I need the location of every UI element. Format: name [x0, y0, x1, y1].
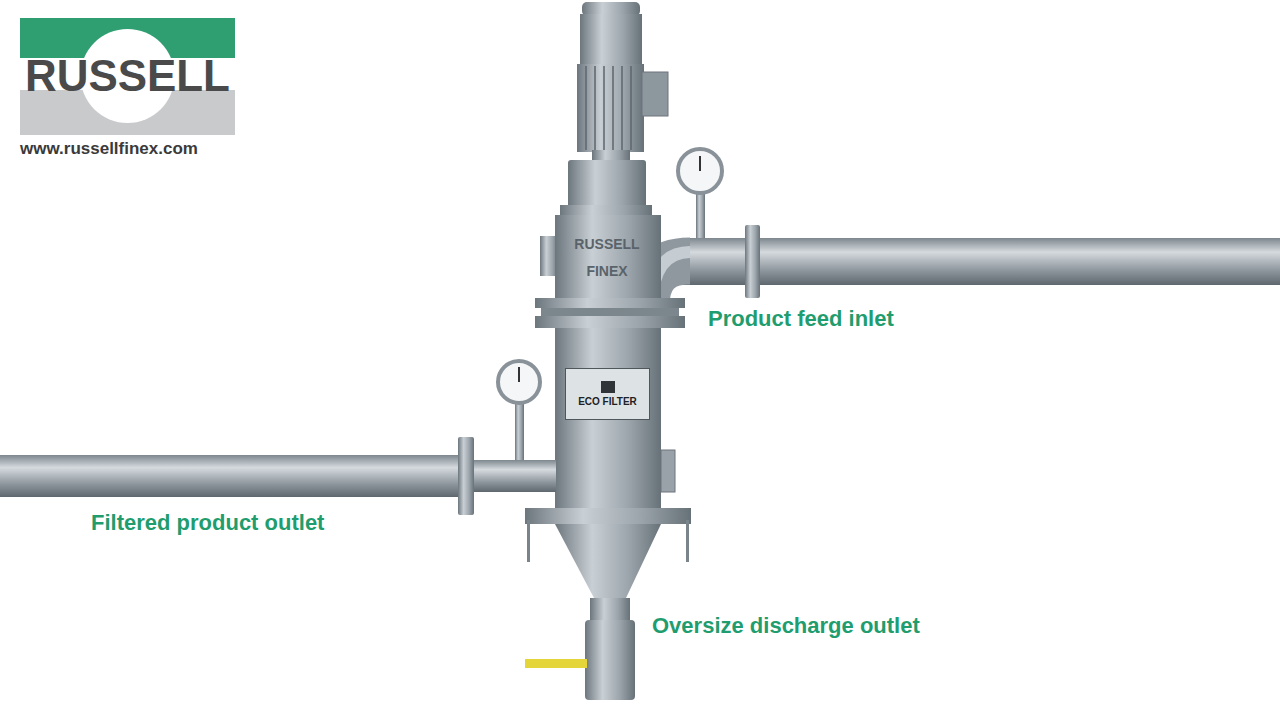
name-plate: ECO FILTER	[565, 368, 650, 420]
part-label: Filtered product outlet	[91, 510, 324, 536]
inlet-pipe	[646, 225, 1280, 306]
discharge-valve	[525, 598, 635, 700]
embossed-text: FINEX	[586, 263, 627, 279]
website-url: www.russellfinex.com	[20, 139, 198, 159]
part-label: Oversize discharge outlet	[652, 613, 920, 639]
pressure-gauge	[678, 149, 722, 238]
outlet-pipe	[0, 437, 556, 515]
embossed-text: RUSSELL	[574, 236, 639, 252]
pressure-gauge	[498, 361, 540, 460]
brand-icon	[601, 381, 615, 393]
motor	[560, 2, 668, 216]
part-label: Product feed inlet	[708, 306, 894, 332]
filter-head	[535, 215, 685, 328]
logo-text: RUSSELL	[25, 54, 230, 98]
company-logo: RUSSELL	[20, 18, 235, 135]
plate-text: ECO FILTER	[578, 396, 637, 407]
